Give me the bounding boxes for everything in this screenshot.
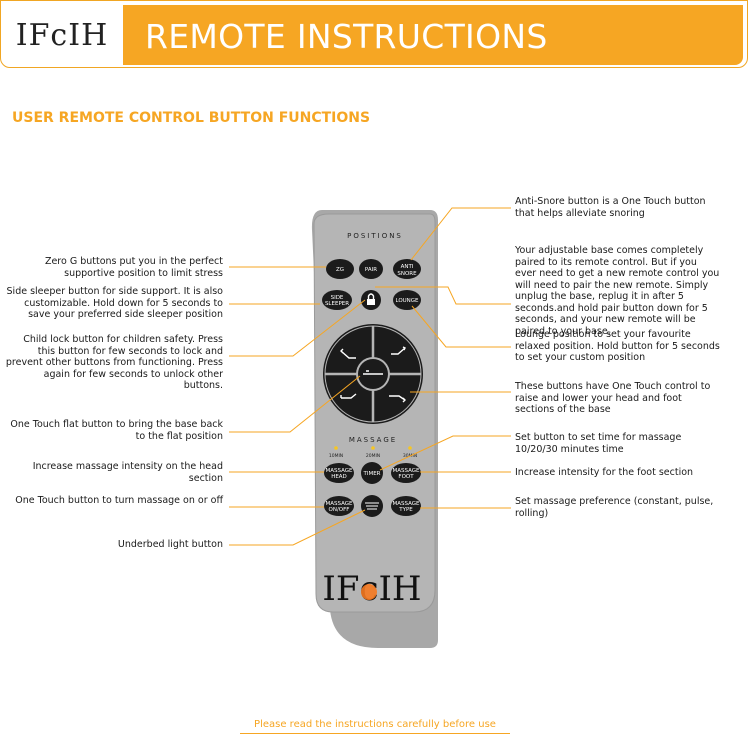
massage-head-note: Increase massage intensity on the head s… [32, 461, 223, 484]
foot-up-icon [391, 346, 406, 355]
anti-snore-note: Anti-Snore button is a One Touch button … [515, 196, 706, 219]
pair-button [359, 259, 383, 279]
massage-type-note: Set massage preference (constant, pulse,… [515, 496, 714, 519]
massage-head-label-2: HEAD [331, 474, 347, 480]
massage-head-label-1: MASSAGE [326, 468, 354, 474]
massage-foot-note: Increase intensity for the foot section [515, 467, 694, 478]
lounge-button-label: LOUNGE [395, 298, 419, 304]
massage-label: MASSAGE [349, 436, 397, 444]
child-lock-note: Child lock button for children safety. P… [5, 334, 223, 391]
footer-note: Please read the instructions carefully b… [240, 719, 510, 734]
logo-dot [361, 584, 377, 600]
massage-type-label-1: MASSAGE [393, 501, 421, 507]
massage-on-off-note: One Touch button to turn massage on or o… [15, 495, 223, 506]
lounge-line [411, 305, 511, 348]
lounge-note: Lounge position to set your favourite re… [515, 329, 720, 363]
flat-icon [363, 370, 383, 375]
zg-button [326, 259, 354, 279]
timer-line [379, 435, 511, 471]
pair-line [375, 286, 511, 305]
anti-snore-label-1: ANTI [401, 264, 414, 270]
massage-on-off-label-1: MASSAGE [326, 501, 354, 507]
positions-label: POSITIONS [347, 232, 403, 240]
anti-snore-label-2: SNORE [397, 271, 417, 277]
timer-button-label: TIMER [362, 471, 380, 477]
section-title: USER REMOTE CONTROL BUTTON FUNCTIONS [12, 110, 371, 126]
child-lock-line [229, 299, 366, 357]
one-touch-note: These buttons have One Touch control to … [515, 381, 711, 415]
timer-option-10: 10MIN [329, 453, 343, 459]
timer-note: Set button to set time for massage 10/20… [515, 432, 682, 455]
head-down-icon [340, 393, 357, 399]
pair-button-label: PAIR [365, 267, 377, 273]
pair-note: Your adjustable base comes completely pa… [515, 245, 720, 337]
title-band: REMOTE INSTRUCTIONS [123, 5, 743, 65]
massage-type-label-2: TYPE [398, 507, 413, 513]
massage-type-button [391, 496, 421, 516]
flat-line [229, 375, 361, 433]
anti-snore-button [393, 259, 421, 279]
side-sleeper-label-1: SIDE [331, 295, 344, 301]
anti-snore-line [410, 207, 511, 261]
underbed-light-line [229, 509, 366, 546]
lounge-button [393, 290, 421, 310]
massage-foot-label-1: MASSAGE [393, 468, 421, 474]
brand-logo: IFcIH [9, 9, 115, 61]
lock-icon [367, 299, 375, 305]
flat-note: One Touch flat button to bring the base … [10, 419, 223, 442]
page-title: REMOTE INSTRUCTIONS [145, 17, 548, 56]
timer-option-20: 20MIN [366, 453, 380, 459]
light-icon [365, 502, 379, 510]
underbed-light-note: Underbed light button [117, 539, 223, 550]
massage-foot-label-2: FOOT [398, 474, 414, 480]
massage-foot-button [391, 463, 421, 483]
massage-on-off-button [324, 496, 354, 516]
massage-on-off-label-2: ON/OFF [329, 507, 350, 513]
side-sleeper-label-2: SLEEPER [325, 301, 349, 307]
logo-text: IFcIH [15, 17, 109, 53]
zg-button-label: ZG [336, 267, 344, 273]
header: IFcIH REMOTE INSTRUCTIONS [0, 0, 748, 68]
massage-head-button [324, 463, 354, 483]
foot-down-icon [389, 395, 406, 403]
head-up-icon [340, 348, 356, 359]
side-sleeper-button [322, 290, 352, 310]
zero-g-note: Zero G buttons put you in the perfect su… [44, 256, 223, 279]
timer-button [361, 462, 383, 484]
side-sleeper-note: Side sleeper button for side support. It… [6, 286, 223, 320]
